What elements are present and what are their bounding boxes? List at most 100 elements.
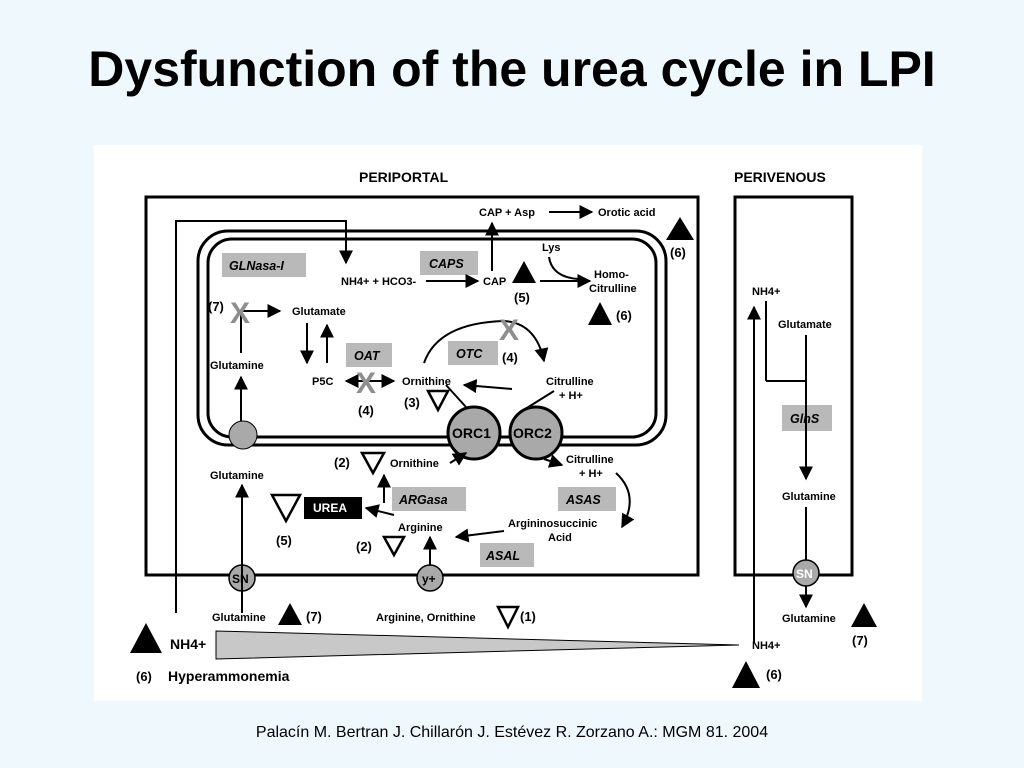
mitochondrion xyxy=(196,229,668,447)
arrow-orc-to-orn xyxy=(462,379,513,394)
orc2-label: ORC2 xyxy=(513,425,552,441)
orotic-acid-label: Orotic acid xyxy=(598,207,655,219)
enzyme-caps: CAPS xyxy=(429,257,464,271)
decrease-triangle-icon xyxy=(425,389,451,413)
annotation-6-hyper: (6) xyxy=(136,669,152,684)
p5c-label: P5C xyxy=(312,376,333,388)
ornithine-cyto-label: Ornithine xyxy=(390,458,439,470)
homo-citrulline-label: Citrulline xyxy=(589,283,637,295)
ornithine-mito-label: Ornithine xyxy=(402,376,451,388)
annotation-2-orn: (2) xyxy=(334,455,350,470)
arrow-lys xyxy=(548,256,579,280)
annotation-1-blood: (1) xyxy=(520,609,536,624)
arrow-orc1-to-orn xyxy=(445,384,467,408)
block-x-oat-icon: X xyxy=(356,367,376,400)
lys-label: Lys xyxy=(542,242,561,254)
arrow-orc2-to-cit xyxy=(543,454,564,468)
cap-asp-label: CAP + Asp xyxy=(479,207,535,219)
arginine-label: Arginine xyxy=(398,522,443,534)
pv-glutamine-label: Glutamine xyxy=(782,491,836,503)
argininosuccinic-label: Argininosuccinic xyxy=(508,518,597,530)
periportal-header: PERIPORTAL xyxy=(359,169,449,185)
homo-label: Homo- xyxy=(594,269,629,281)
increase-triangle-icon xyxy=(732,661,760,688)
arrow-asa-to-arg xyxy=(454,528,505,543)
enzyme-box-asas xyxy=(558,487,616,511)
increase-triangle-icon xyxy=(666,217,694,240)
increase-triangle-icon xyxy=(130,623,162,653)
urea-cycle-diagram: PERIPORTAL PERIVENOUS CAP + Asp Orotic a… xyxy=(94,145,922,701)
annotation-3-orn: (3) xyxy=(404,395,420,410)
enzyme-argasa: ARGasa xyxy=(398,493,448,507)
urea-label: UREA xyxy=(313,501,347,515)
increase-triangle-icon xyxy=(278,603,302,625)
acid-label: Acid xyxy=(548,532,572,544)
glutamine-inner-label: Glutamine xyxy=(210,360,264,372)
annotation-7-pv: (7) xyxy=(852,633,868,648)
pv-glutamate-label: Glutamate xyxy=(778,319,832,331)
ammonia-gradient xyxy=(215,630,740,660)
glutamine-blood-label: Glutamine xyxy=(212,612,266,624)
glutamine-membrane-transporter xyxy=(228,420,258,450)
pv-nh4-label: NH4+ xyxy=(752,286,780,298)
annotation-5-urea: (5) xyxy=(276,533,292,548)
arrow-arg-to-urea xyxy=(364,504,395,518)
citrulline-cyto-label: Citrulline xyxy=(566,454,614,466)
enzyme-box-oat xyxy=(346,343,392,367)
sn-right-label: SN xyxy=(796,567,813,581)
enzyme-box-otc xyxy=(448,341,498,365)
annotation-5-cap: (5) xyxy=(514,290,530,305)
annotation-6-pv: (6) xyxy=(766,667,782,682)
nh4-hco3-label: NH4+ + HCO3- xyxy=(341,276,417,288)
decrease-triangle-icon xyxy=(269,493,303,524)
block-x-otc-icon: X xyxy=(499,314,519,347)
enzyme-box-glnasa xyxy=(222,253,306,277)
nh4-blood-label: NH4+ xyxy=(170,636,206,652)
enzyme-otc: OTC xyxy=(456,347,483,361)
nh4-entry-line xyxy=(175,220,353,613)
citrulline-mito-label: Citrulline xyxy=(546,376,594,388)
arrow-orn-to-orc1 xyxy=(449,452,468,466)
increase-triangle-icon xyxy=(588,302,612,325)
annotation-6-homo: (6) xyxy=(616,308,632,323)
cap-label: CAP xyxy=(483,276,506,288)
enzyme-asal: ASAL xyxy=(485,549,520,563)
h-plus-mito-label: + H+ xyxy=(559,390,583,402)
h-plus-cyto-label: + H+ xyxy=(579,468,603,480)
pv-glutamine-out-label: Glutamine xyxy=(782,613,836,625)
increase-triangle-icon xyxy=(512,261,536,283)
transporter-sn-right xyxy=(792,559,820,587)
increase-triangle-icon xyxy=(851,603,877,627)
enzyme-glnasa: GLNasa-I xyxy=(229,259,284,273)
enzyme-asas: ASAS xyxy=(565,493,601,507)
annotation-7-glnasa: (7) xyxy=(208,299,224,314)
enzyme-box-asal xyxy=(480,543,534,567)
transporter-orc2 xyxy=(508,405,564,461)
glutamate-label: Glutamate xyxy=(292,306,346,318)
sn-left-label: SN xyxy=(232,572,249,586)
arg-orn-blood-label: Arginine, Ornithine xyxy=(376,612,476,624)
enzyme-box-argasa xyxy=(392,487,466,511)
decrease-triangle-icon xyxy=(495,605,521,630)
enzyme-glns: GlnS xyxy=(790,412,820,426)
transporter-yplus xyxy=(416,564,444,592)
decrease-triangle-icon xyxy=(381,535,407,558)
citation: Palacín M. Bertran J. Chillarón J. Estév… xyxy=(255,724,769,741)
hyperammonemia-label: Hyperammonemia xyxy=(168,668,290,684)
enzyme-oat: OAT xyxy=(354,349,381,363)
decrease-triangle-icon xyxy=(359,451,387,476)
annotation-7-blood: (7) xyxy=(306,609,322,624)
transporter-orc1 xyxy=(446,405,502,461)
annotation-4-oat: (4) xyxy=(358,403,374,418)
annotation-6-orotic: (6) xyxy=(670,245,686,260)
perivenous-header: PERIVENOUS xyxy=(734,169,826,185)
annotation-4-otc: (4) xyxy=(502,350,518,365)
arrow-cit-to-asa xyxy=(615,472,635,529)
arrow-otc-arc xyxy=(423,319,549,364)
orc1-label: ORC1 xyxy=(452,425,491,441)
arrow-gln-to-glu xyxy=(240,304,282,353)
slide-title: Dysfunction of the urea cycle in LPI xyxy=(88,41,936,97)
enzyme-box-caps xyxy=(420,251,478,275)
perivenous-cell xyxy=(733,195,854,577)
glutamine-cell-label: Glutamine xyxy=(210,470,264,482)
